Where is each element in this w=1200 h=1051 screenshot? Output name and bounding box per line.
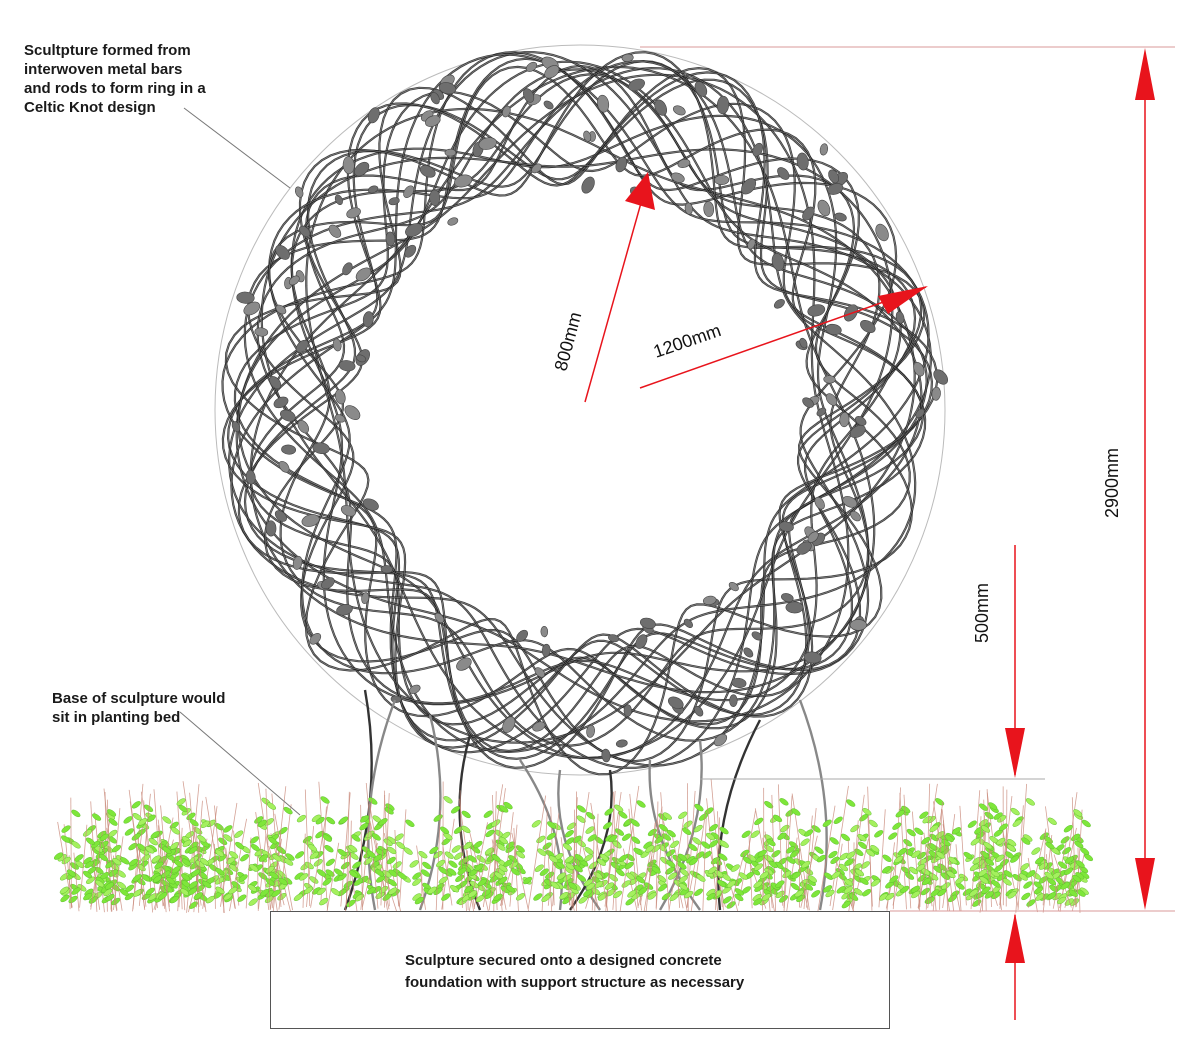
clearance-dimension: 500mm [972,545,1025,1020]
inner-radius-dimension: 800mm [551,172,655,402]
outer-radius-label: 1200mm [651,320,724,362]
base-note-leader [180,712,300,815]
planting-bed [53,779,1094,913]
sculpture-description-note: Scultpture formed from interwoven metal … [24,41,254,117]
celtic-knot-ring [215,45,950,775]
planting-bed-note: Base of sculpture would sit in planting … [52,689,252,727]
total-height-dimension: 2900mm [1102,48,1155,910]
total-height-label: 2900mm [1102,448,1122,518]
sculpture-note-leader [184,108,290,188]
clearance-label: 500mm [972,583,992,643]
foundation-note: Sculpture secured onto a designed concre… [405,950,845,994]
inner-radius-label: 800mm [551,310,586,373]
